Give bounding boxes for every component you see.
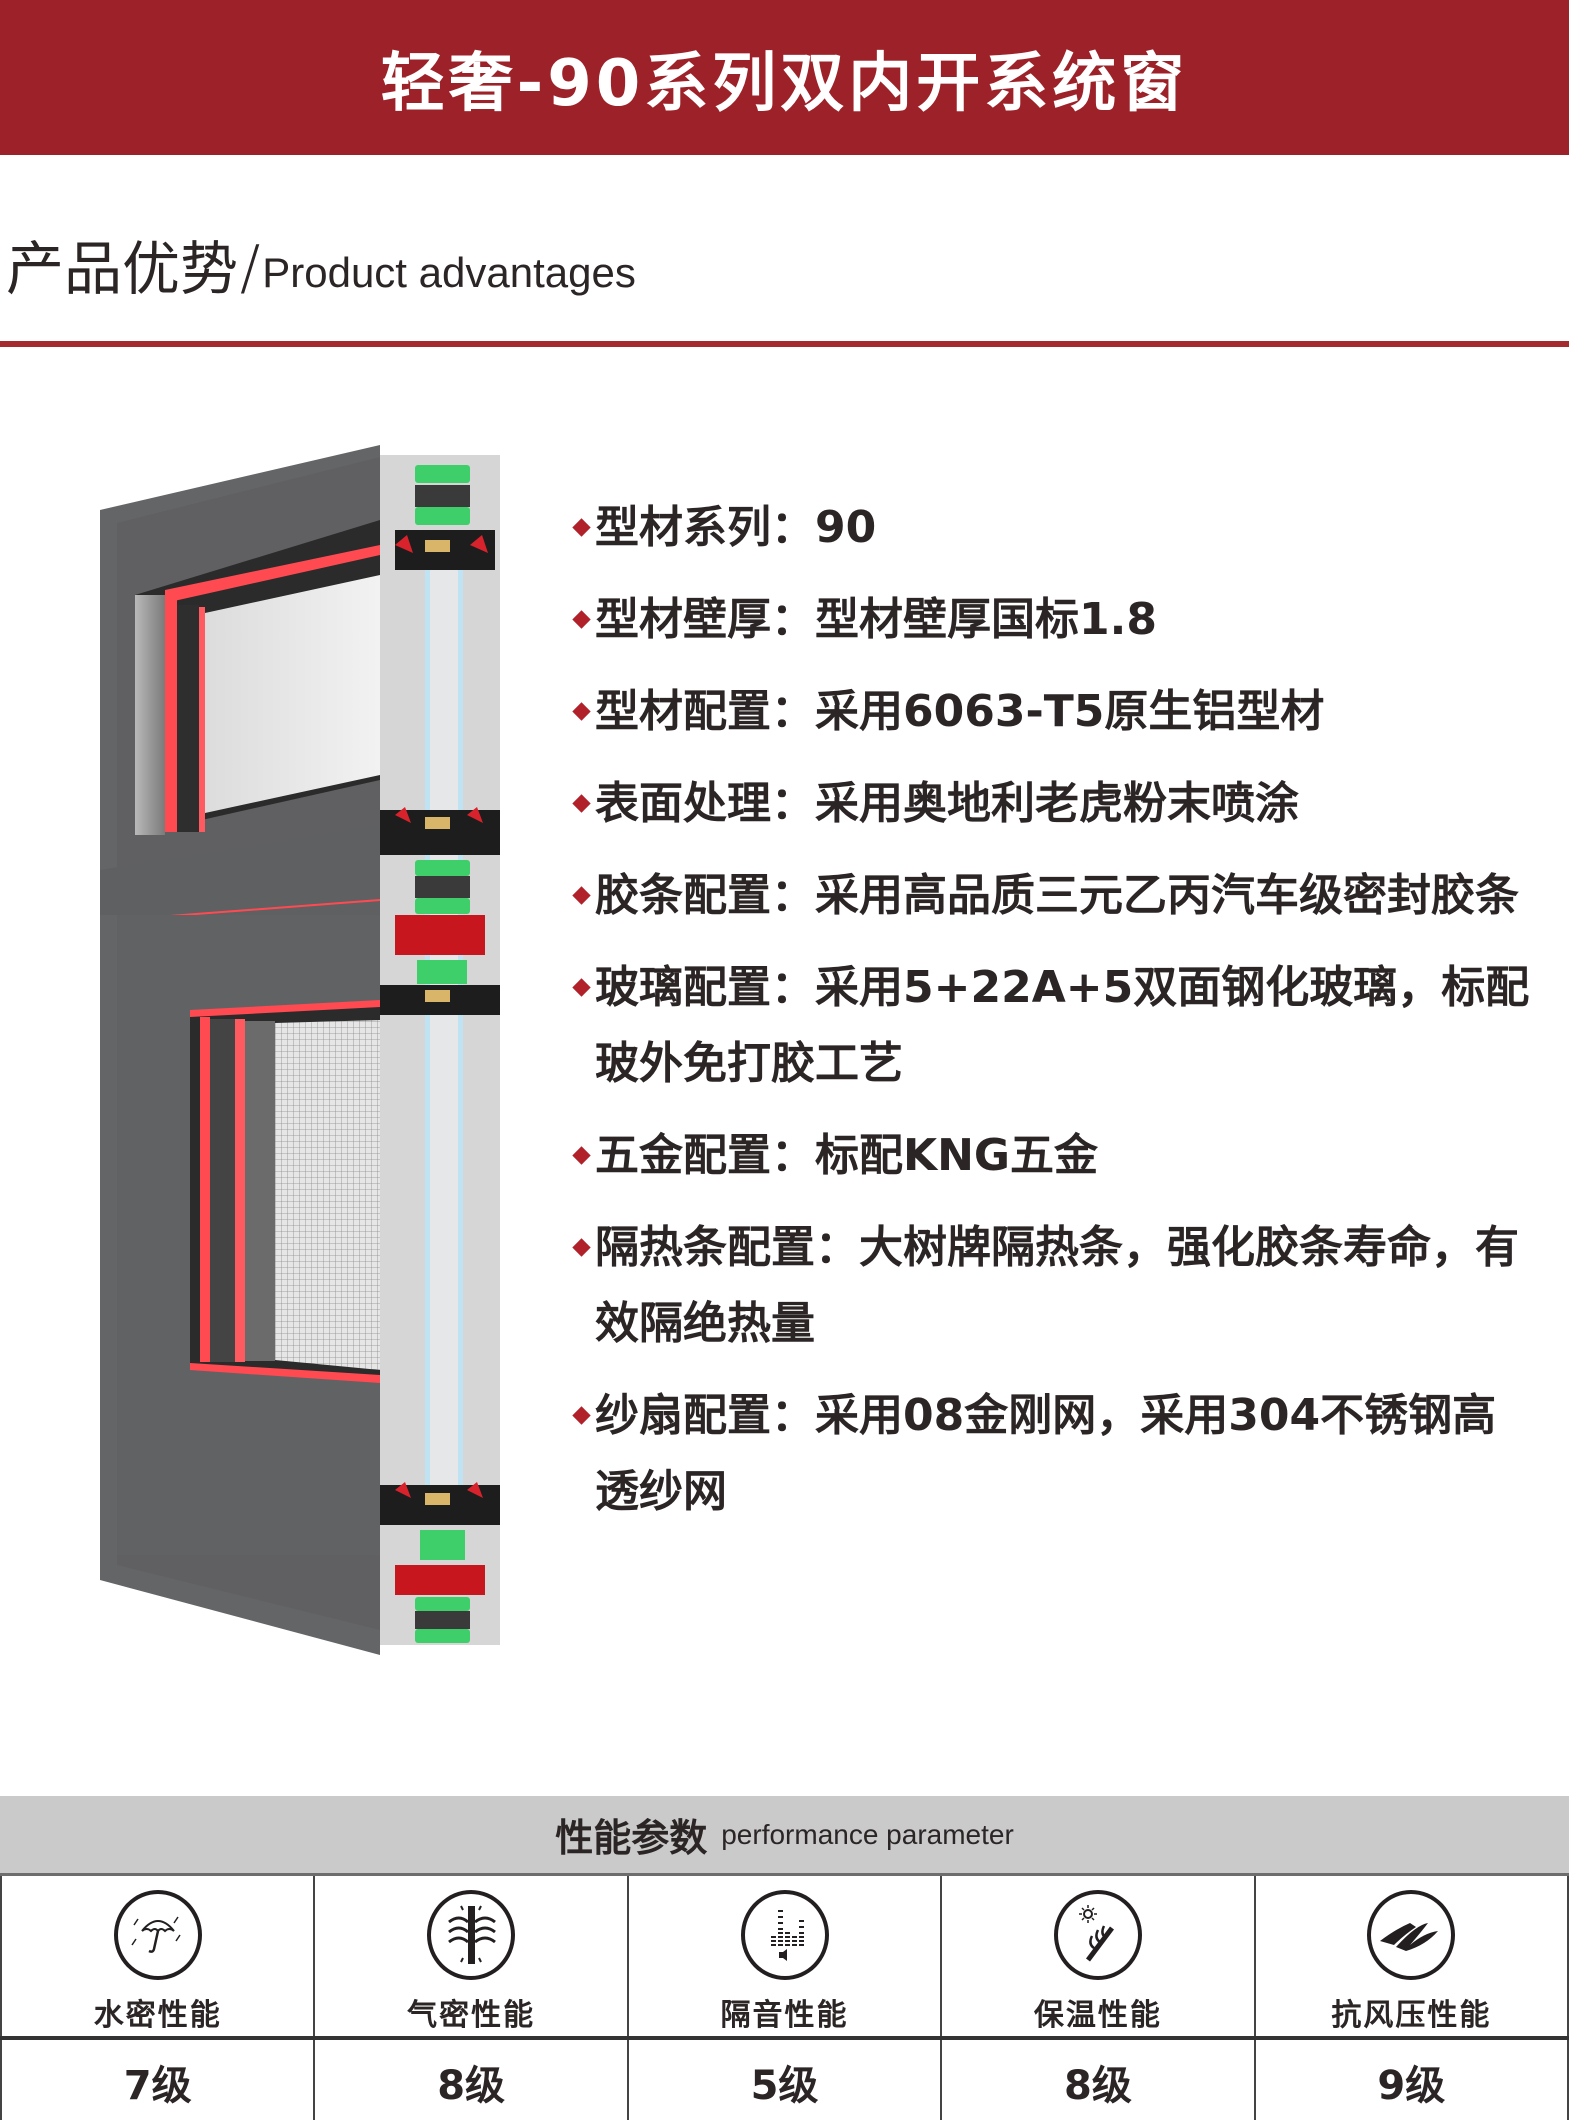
feature-value: 90: [815, 502, 877, 553]
section-separator: /: [240, 233, 261, 303]
window-profile-illustration: [100, 445, 500, 1655]
feature-list: 型材系列：90 型材壁厚：型材壁厚国标1.8 型材配置：采用6063-T5原生铝…: [572, 490, 1535, 1546]
feature-label: 五金配置：: [595, 1130, 815, 1181]
feature-label: 玻璃配置：: [595, 962, 815, 1013]
performance-label: 保温性能: [1033, 1998, 1162, 2033]
performance-value-cell: 9级: [1256, 2040, 1569, 2120]
performance-value-cell: 8级: [942, 2040, 1256, 2120]
air-wall-icon: [427, 1890, 516, 1980]
diamond-bullet-icon: [572, 702, 591, 721]
performance-cell-wind: 抗风压性能: [1256, 1876, 1569, 2036]
diamond-bullet-icon: [572, 1238, 591, 1257]
diamond-bullet-icon: [572, 610, 591, 629]
feature-label: 表面处理：: [595, 778, 815, 829]
diamond-bullet-icon: [572, 1406, 591, 1425]
performance-value: 9级: [1377, 2062, 1446, 2109]
performance-cell-water: 水密性能: [0, 1876, 316, 2036]
feature-value: 大树牌隔热条，强化胶条寿命，有效隔绝热量: [595, 1222, 1519, 1349]
performance-label: 抗风压性能: [1331, 1998, 1492, 2033]
sound-bars-icon: [740, 1890, 829, 1980]
diamond-bullet-icon: [572, 886, 591, 905]
feature-label: 型材系列：: [595, 502, 815, 553]
feature-value: 标配KNG五金: [815, 1130, 1099, 1181]
diamond-bullet-icon: [572, 978, 591, 997]
performance-title-en: performance parameter: [721, 1818, 1014, 1850]
section-title-en: Product advantages: [262, 249, 636, 296]
performance-label: 隔音性能: [720, 1998, 849, 2033]
umbrella-rain-icon: [113, 1890, 202, 1980]
feature-value: 采用高品质三元乙丙汽车级密封胶条: [815, 870, 1519, 921]
thermal-break-bottom: [380, 1482, 500, 1643]
feature-value: 采用6063-T5原生铝型材: [815, 686, 1325, 737]
feature-label: 隔热条配置：: [595, 1222, 859, 1273]
feature-item: 型材壁厚：型材壁厚国标1.8: [572, 582, 1535, 658]
feature-item: 表面处理：采用奥地利老虎粉末喷涂: [572, 766, 1535, 842]
feature-item: 五金配置：标配KNG五金: [572, 1118, 1535, 1194]
performance-value: 5级: [750, 2062, 819, 2109]
performance-label: 水密性能: [93, 1998, 222, 2033]
thermal-break-mid: [380, 807, 500, 1015]
performance-value: 8级: [1064, 2062, 1132, 2109]
diamond-bullet-icon: [572, 794, 591, 813]
feature-item: 型材系列：90: [572, 490, 1535, 566]
feature-item: 玻璃配置：采用5+22A+5双面钢化玻璃，标配玻外免打胶工艺: [572, 950, 1535, 1102]
performance-icon-row: 水密性能 气密性能: [0, 1876, 1569, 2040]
feature-value: 采用奥地利老虎粉末喷涂: [815, 778, 1299, 829]
product-image: [95, 445, 505, 1655]
feature-label: 胶条配置：: [595, 870, 815, 921]
feature-label: 纱扇配置：: [595, 1390, 815, 1441]
performance-cell-air: 气密性能: [315, 1876, 629, 2036]
performance-value-cell: 8级: [315, 2040, 629, 2120]
performance-label: 气密性能: [407, 1998, 536, 2033]
section-divider: [0, 341, 1569, 347]
diamond-bullet-icon: [572, 1146, 591, 1165]
section-title-cn: 产品优势: [6, 235, 239, 303]
sun-insulation-icon: [1053, 1890, 1142, 1980]
performance-value: 7级: [123, 2062, 192, 2109]
performance-table: 性能参数 performance parameter 水密性能: [0, 1796, 1569, 2120]
performance-value-cell: 5级: [629, 2040, 943, 2120]
performance-value-cell: 7级: [0, 2040, 316, 2120]
performance-cell-insulation: 保温性能: [942, 1876, 1256, 2036]
title-banner: 轻奢-90系列双内开系统窗: [0, 0, 1569, 155]
performance-value: 8级: [437, 2062, 506, 2109]
feature-item: 胶条配置：采用高品质三元乙丙汽车级密封胶条: [572, 858, 1535, 934]
section-heading: 产品优势 / Product advantages: [6, 238, 636, 298]
feature-item: 型材配置：采用6063-T5原生铝型材: [572, 674, 1535, 750]
feature-item: 纱扇配置：采用08金刚网，采用304不锈钢高透纱网: [572, 1378, 1535, 1530]
diamond-bullet-icon: [572, 518, 591, 537]
feature-value: 采用5+22A+5双面钢化玻璃，标配玻外免打胶工艺: [595, 962, 1530, 1089]
performance-title-cn: 性能参数: [555, 1816, 708, 1860]
feature-value: 采用08金刚网，采用304不锈钢高透纱网: [595, 1390, 1497, 1517]
feature-item: 隔热条配置：大树牌隔热条，强化胶条寿命，有效隔绝热量: [572, 1210, 1535, 1362]
page-title: 轻奢-90系列双内开系统窗: [380, 46, 1189, 121]
performance-cell-sound: 隔音性能: [629, 1876, 943, 2036]
feature-label: 型材壁厚：: [595, 594, 815, 645]
feature-label: 型材配置：: [595, 686, 815, 737]
performance-value-row: 7级 8级 5级 8级 9级: [0, 2040, 1569, 2120]
performance-header: 性能参数 performance parameter: [0, 1796, 1569, 1876]
feature-value: 型材壁厚国标1.8: [815, 594, 1157, 645]
thermal-break-top: [395, 465, 495, 570]
wind-pressure-icon: [1367, 1890, 1456, 1980]
